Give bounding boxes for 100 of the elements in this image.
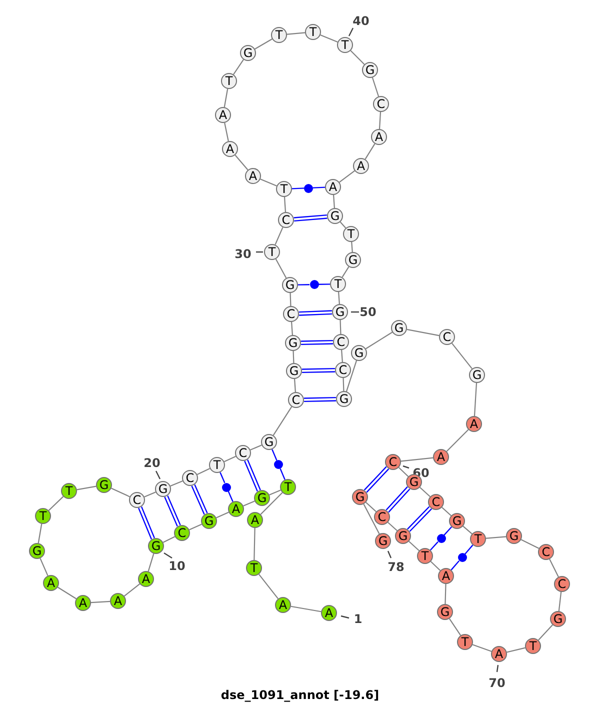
connector-line: [275, 258, 287, 278]
nucleotide-circle: C: [428, 494, 444, 510]
nucleotide-circle: T: [61, 483, 77, 499]
pair-line: [318, 284, 330, 285]
connector-line: [333, 194, 335, 208]
nucleotide-circle: C: [335, 362, 351, 378]
nucleotide-circle: T: [337, 37, 353, 53]
connector-line: [506, 647, 526, 653]
pair-line: [464, 544, 474, 554]
nucleotide-circle: A: [371, 129, 387, 145]
nucleotide-circle: T: [209, 457, 225, 473]
connector-line: [340, 320, 342, 334]
nucleotide-circle: G: [327, 208, 343, 224]
pair-dot: [222, 482, 231, 492]
double-line: [298, 310, 333, 316]
double-line: [138, 506, 156, 540]
connector-line: [292, 350, 294, 364]
connector-line: [342, 378, 344, 392]
nucleotide-circle: G: [395, 528, 411, 544]
nucleotide-circle: C: [283, 306, 299, 322]
connector-line: [243, 500, 255, 506]
nucleotide-circle: T: [470, 531, 486, 547]
connector-line: [351, 242, 353, 252]
nucleotide-circle: G: [29, 543, 45, 559]
connector-line: [144, 492, 156, 498]
double-line: [300, 340, 334, 346]
nucleotide-circle: C: [288, 392, 304, 408]
connector-line: [320, 34, 338, 42]
connector-line: [342, 266, 350, 278]
connector-line: [388, 522, 398, 532]
index-number: 1: [354, 612, 362, 626]
nucleotide-circle: C: [439, 329, 455, 345]
nucleotide-circle: A: [325, 179, 341, 195]
connector-line: [189, 524, 202, 530]
index-number: 70: [488, 676, 506, 690]
connector-line: [378, 112, 382, 130]
connector-line: [350, 50, 365, 65]
connector-line: [258, 574, 278, 600]
index-number: 40: [352, 14, 370, 28]
nucleotide-circle: G: [254, 490, 270, 506]
nucleotide-circle: T: [343, 226, 359, 242]
connector-line: [294, 378, 296, 392]
nucleotide-circle: G: [506, 528, 522, 544]
nucleotide-circle: C: [129, 492, 145, 508]
nucleotide-circle: A: [222, 141, 238, 157]
connector-line: [364, 144, 376, 160]
connector-line: [290, 606, 322, 612]
nucleotide-circle: A: [75, 595, 91, 611]
connector-line: [250, 444, 262, 450]
nucleotide-circle: A: [321, 605, 337, 621]
nucleotide-circle: C: [278, 212, 294, 228]
connector-line: [339, 170, 355, 183]
pair-dot: [458, 553, 466, 562]
nucleotide-circle: G: [375, 533, 391, 549]
pair-line: [272, 449, 278, 461]
nucleotide-circle: T: [457, 634, 473, 650]
double-line: [244, 459, 261, 492]
connector-line: [216, 512, 229, 518]
nucleotide-circle: G: [332, 304, 348, 320]
connector-line: [462, 526, 472, 534]
pair-dot: [436, 534, 446, 543]
connector-line: [338, 292, 340, 304]
nucleotide-circle: G: [96, 477, 112, 493]
connector-line: [538, 624, 553, 640]
nucleotide-circle: T: [330, 276, 346, 292]
pair-line: [444, 526, 452, 536]
nucleotide-circle: T: [35, 508, 51, 524]
nucleotide-circle: A: [247, 512, 263, 528]
nucleotide-circle: T: [246, 560, 262, 576]
double-line: [303, 396, 337, 402]
nucleotide-circle: T: [276, 181, 292, 197]
double-line: [164, 495, 181, 527]
double-line: [301, 368, 336, 374]
connector-line: [420, 486, 430, 498]
pair-dot: [274, 460, 283, 469]
connector-line: [366, 502, 376, 512]
connector-line: [124, 584, 140, 596]
connector-line: [486, 536, 506, 539]
nucleotide-circle: A: [438, 568, 454, 584]
connector-line: [446, 429, 469, 452]
connector-line: [341, 350, 343, 362]
connector-line: [48, 496, 64, 511]
connector-line: [346, 360, 358, 392]
connector-line: [224, 456, 236, 462]
nucleotide-circle: G: [286, 363, 302, 379]
connector-line: [290, 292, 292, 306]
connector-line: [272, 406, 292, 436]
caption: dse_1091_annot [-19.6]: [220, 688, 380, 702]
nucleotide-circle: A: [110, 593, 126, 609]
nucleotide-circle: T: [221, 73, 237, 89]
nucleotide-circle: A: [215, 107, 231, 123]
connector-line: [430, 561, 441, 571]
connector-line: [558, 592, 562, 612]
double-line: [364, 466, 390, 493]
pair-line: [228, 490, 234, 502]
nucleotide-circle: T: [271, 27, 287, 43]
nucleotide-circle: G: [469, 367, 485, 383]
index-number: 78: [388, 560, 404, 574]
connector-line: [224, 88, 228, 108]
nucleotide-circle: G: [391, 320, 407, 336]
